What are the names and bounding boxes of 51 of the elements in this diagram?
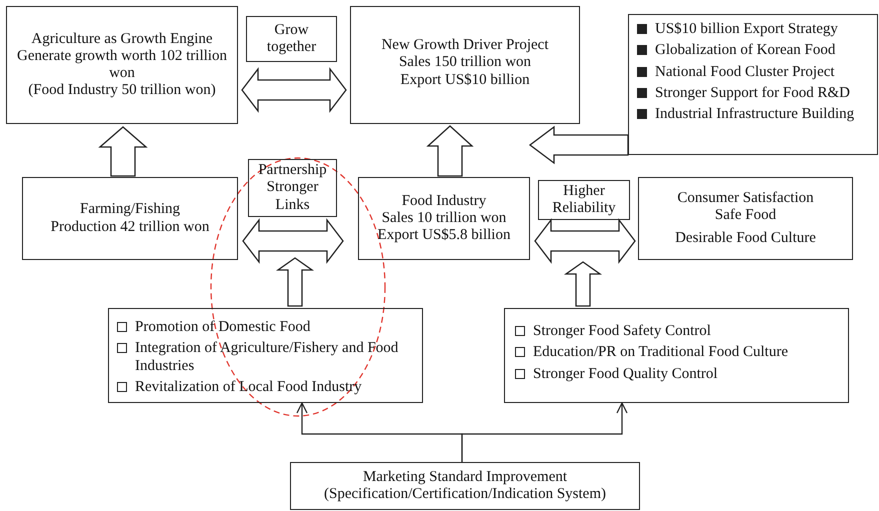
text-box [638,177,853,260]
arrow [461,402,628,462]
heading-text: Agriculture as Growth Engine [31,30,213,48]
body-text: Safe Food [714,206,776,224]
body-text: Sales 10 trillion won [382,210,506,228]
text-box [246,16,337,62]
heading-text: New Growth Driver Project [381,37,549,54]
list-item-text: National Food Cluster Project [655,64,835,81]
double-block-arrow [241,67,347,113]
text-box [350,6,580,124]
body-text: (Specification/Certification/Indication System) [324,486,606,504]
heading-text: Consumer Satisfaction [677,190,814,207]
text-box [358,177,530,260]
body-text: Sales 150 trillion won [398,54,532,72]
bullet-list-box [628,14,878,155]
list-item-text: Globalization of Korean Food [655,42,836,60]
list-item-text: Industrial Infrastructure Building [655,106,854,124]
heading-text: Farming/Fishing [80,201,180,218]
text-box [538,180,630,220]
block-arrow [564,261,602,307]
list-item-text: Stronger Support for Food R&D [655,84,850,102]
list-item-text: Revitalization of Local Food Industry [135,378,362,396]
heading-text: Partnership Stronger Links [257,162,328,214]
bullet-list-box [108,308,423,403]
heading-text: Marketing Standard Improvement [362,468,568,486]
body-text: (Food Industry 50 trillion won) [28,82,216,100]
block-arrow [426,125,474,177]
list-item-text: Stronger Food Quality Control [533,366,718,383]
list-item-text: Education/PR on Traditional Food Culture [533,344,788,362]
body-text: Generate growth worth 102 trillion won [16,48,228,82]
block-arrow [276,257,314,307]
body-text: Export US$5.8 billion [378,227,510,244]
text-box [6,6,238,124]
body-text: Production 42 trillion won [50,218,210,236]
heading-text: Grow together [266,22,318,56]
body-text: Desirable Food Culture [675,230,816,248]
list-item-text: Promotion of Domestic Food [135,319,310,336]
text-box [290,462,640,510]
double-block-arrow [534,218,636,264]
text-box [248,159,337,217]
list-item-text: US$10 billion Export Strategy [655,21,838,38]
heading-text: Food Industry [402,192,486,210]
list-item-text: Stronger Food Safety Control [533,323,711,340]
list-item-text: Integration of Agriculture/Fishery and Food Industries [135,340,400,375]
bullet-list-box [504,308,849,403]
block-arrow [98,126,148,177]
text-box [22,177,238,260]
block-arrow [528,126,629,164]
heading-text: Higher Reliability [551,182,617,218]
body-text: Export US$10 billion [400,72,530,89]
double-block-arrow [242,218,344,264]
